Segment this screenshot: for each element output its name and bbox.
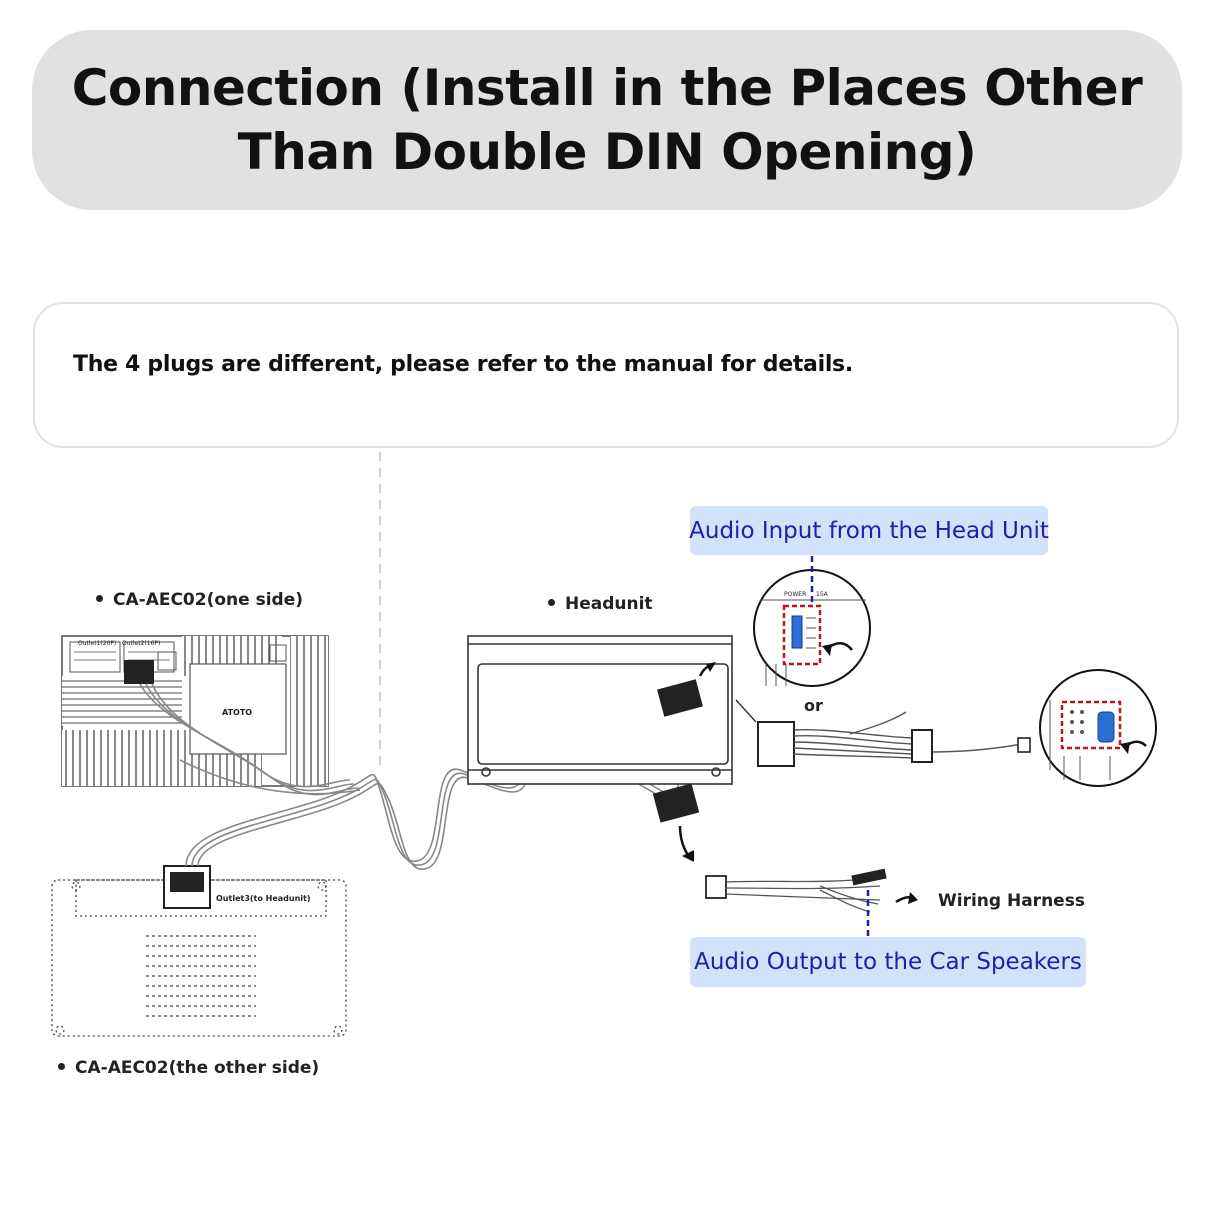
bullet-icon	[58, 1062, 65, 1070]
headunit-plug-upper	[657, 679, 703, 717]
aec02-other-side-device	[51, 879, 347, 1037]
label-or: or	[804, 696, 823, 715]
outlet1-label: Outlet1(20P)	[78, 640, 117, 647]
brand-logo: ATOTO	[222, 708, 253, 717]
fuse-label: 15A	[816, 591, 828, 598]
callout-audio-output: Audio Output to the Car Speakers	[690, 937, 1086, 987]
label-aec-one-side: CA-AEC02(one side)	[96, 590, 303, 610]
outlet2-label: Outlet2(16P)	[122, 640, 161, 647]
magnified-view-alt	[1039, 669, 1157, 787]
title-banner: Connection (Install in the Places Other …	[32, 30, 1182, 210]
outlet3-label: Outlet3(to Headunit)	[216, 894, 311, 903]
aec02-one-side-device	[61, 635, 329, 787]
page-title-text: Connection (Install in the Places Other …	[71, 59, 1143, 181]
label-headunit: Headunit	[548, 594, 653, 614]
wiring-harness	[705, 868, 918, 913]
note-box: The 4 plugs are different, please refer …	[33, 302, 1179, 448]
bullet-icon	[96, 594, 103, 602]
label-wiring-harness: Wiring Harness	[938, 891, 1085, 911]
callout-audio-input: Audio Input from the Head Unit	[689, 506, 1049, 555]
bullet-icon	[548, 598, 555, 606]
note-text: The 4 plugs are different, please refer …	[73, 352, 853, 377]
plug-harness-alternative	[757, 711, 1031, 767]
page-title: Connection (Install in the Places Other …	[32, 56, 1182, 184]
headunit-plug-lower	[652, 783, 700, 823]
label-aec-other-side: CA-AEC02(the other side)	[58, 1058, 319, 1078]
power-label: POWER	[784, 591, 807, 598]
headunit-device	[467, 635, 733, 785]
